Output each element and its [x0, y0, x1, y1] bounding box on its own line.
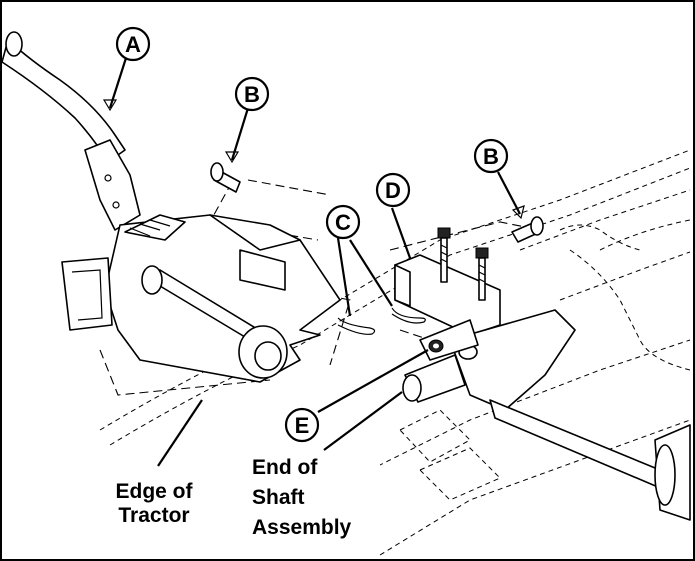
callout-e-letter: E	[295, 413, 310, 438]
callout-b-left: B	[234, 76, 270, 112]
label-end-of-shaft-assembly: End of Shaft Assembly	[250, 454, 380, 546]
callout-c: C	[325, 204, 361, 240]
callout-d: D	[375, 172, 411, 208]
lever-handle	[1, 31, 141, 231]
label-end-of-shaft-line1: End of	[252, 456, 318, 479]
callout-a: A	[115, 26, 151, 62]
nut-e	[428, 339, 444, 353]
label-end-of-shaft-line2: Shaft	[252, 486, 305, 509]
leader-lines	[102, 57, 525, 467]
label-edge-of-tractor: Edge of Tractor	[104, 476, 204, 528]
callout-d-letter: D	[385, 178, 401, 203]
clevis-pin-left	[210, 162, 241, 193]
bracket-d	[394, 227, 501, 336]
shaft-assembly	[402, 354, 691, 521]
label-end-of-shaft-line3: Assembly	[252, 516, 352, 539]
callout-b-right: B	[473, 138, 509, 174]
tractor-frame-outline	[99, 149, 691, 556]
callout-b-left-letter: B	[244, 82, 260, 107]
callout-b-right-letter: B	[483, 144, 499, 169]
callout-c-letter: C	[335, 210, 351, 235]
label-edge-of-tractor-line1: Edge of	[116, 480, 194, 503]
hitch-bracket	[61, 214, 341, 383]
hairpin-clips	[337, 307, 426, 335]
callout-a-letter: A	[125, 32, 141, 57]
label-edge-of-tractor-line2: Tractor	[118, 504, 189, 527]
callout-e: E	[284, 407, 320, 443]
clevis-pin-right	[511, 216, 544, 243]
